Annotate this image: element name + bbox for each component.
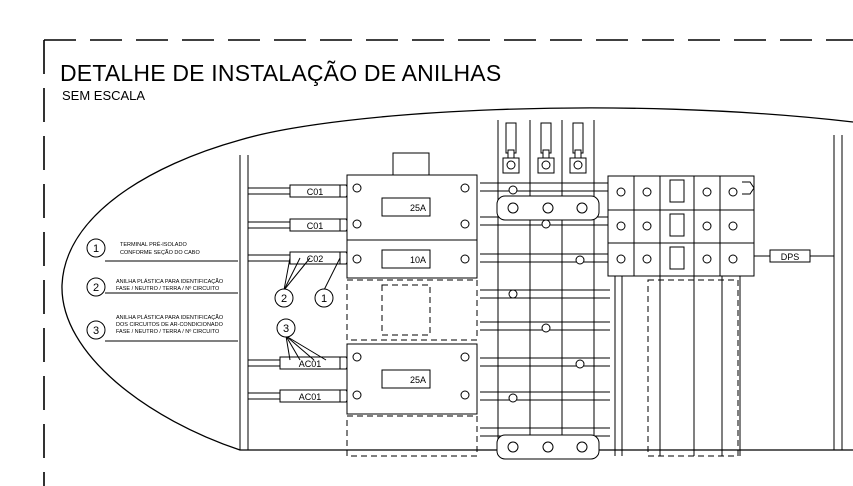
legend-3-num: 3 (93, 325, 99, 337)
terminal-bar-bottom (496, 434, 600, 460)
legend-2-num: 2 (93, 282, 99, 294)
breaker-1-rating: 25A (410, 203, 426, 213)
page-title: DETALHE DE INSTALAÇÃO DE ANILHAS (60, 60, 502, 86)
empty-slots (346, 279, 739, 457)
dps-block (607, 175, 834, 277)
ferrule-c01-a: C01 (307, 187, 324, 197)
legend-2-line-1: ANILHA PLÁSTICA PARA IDENTIFICAÇÃO (116, 278, 224, 285)
ferrule-ac01-a: AC01 (299, 359, 322, 369)
legend-3-line-1: ANILHA PLÁSTICA PARA IDENTIFICAÇÃO (116, 314, 224, 321)
legend (86, 238, 238, 342)
ferrules (279, 184, 811, 403)
breaker-3-rating: 25A (410, 375, 426, 385)
incoming-cables (497, 120, 595, 180)
terminal-bar-top (496, 195, 600, 221)
dashed-frame (43, 39, 853, 486)
legend-1-line-2: CONFORME SEÇÃO DO CABO (120, 249, 200, 256)
callout-1: 1 (321, 293, 327, 305)
breakers (346, 152, 478, 415)
cable-runs (248, 187, 290, 400)
ferrule-c02: C02 (307, 254, 324, 264)
right-rails (614, 276, 741, 456)
leader-lines (283, 257, 341, 361)
legend-1-num: 1 (93, 243, 99, 255)
legend-3-line-3: FASE / NEUTRO / TERRA / Nº CIRCUITO (116, 328, 220, 335)
legend-1-line-1: TERMINAL PRÉ-ISOLADO (120, 241, 187, 248)
enclosure-lines (239, 135, 843, 450)
legend-3-line-2: DOS CIRCUITOS DE AR-CONDICIONADO (116, 322, 224, 328)
bus-screws (508, 185, 585, 403)
callout-bubbles (274, 288, 334, 338)
detail-ellipse (61, 107, 853, 451)
callout-3: 3 (283, 323, 289, 335)
ferrule-dps: DPS (781, 252, 800, 262)
callout-2: 2 (281, 293, 287, 305)
legend-2-line-2: FASE / NEUTRO / TERRA / Nº CIRCUITO (116, 285, 220, 292)
ferrule-ac01-b: AC01 (299, 392, 322, 402)
ferrule-c01-b: C01 (307, 221, 324, 231)
breaker-2-rating: 10A (410, 255, 426, 265)
page-subtitle: SEM ESCALA (62, 88, 146, 103)
